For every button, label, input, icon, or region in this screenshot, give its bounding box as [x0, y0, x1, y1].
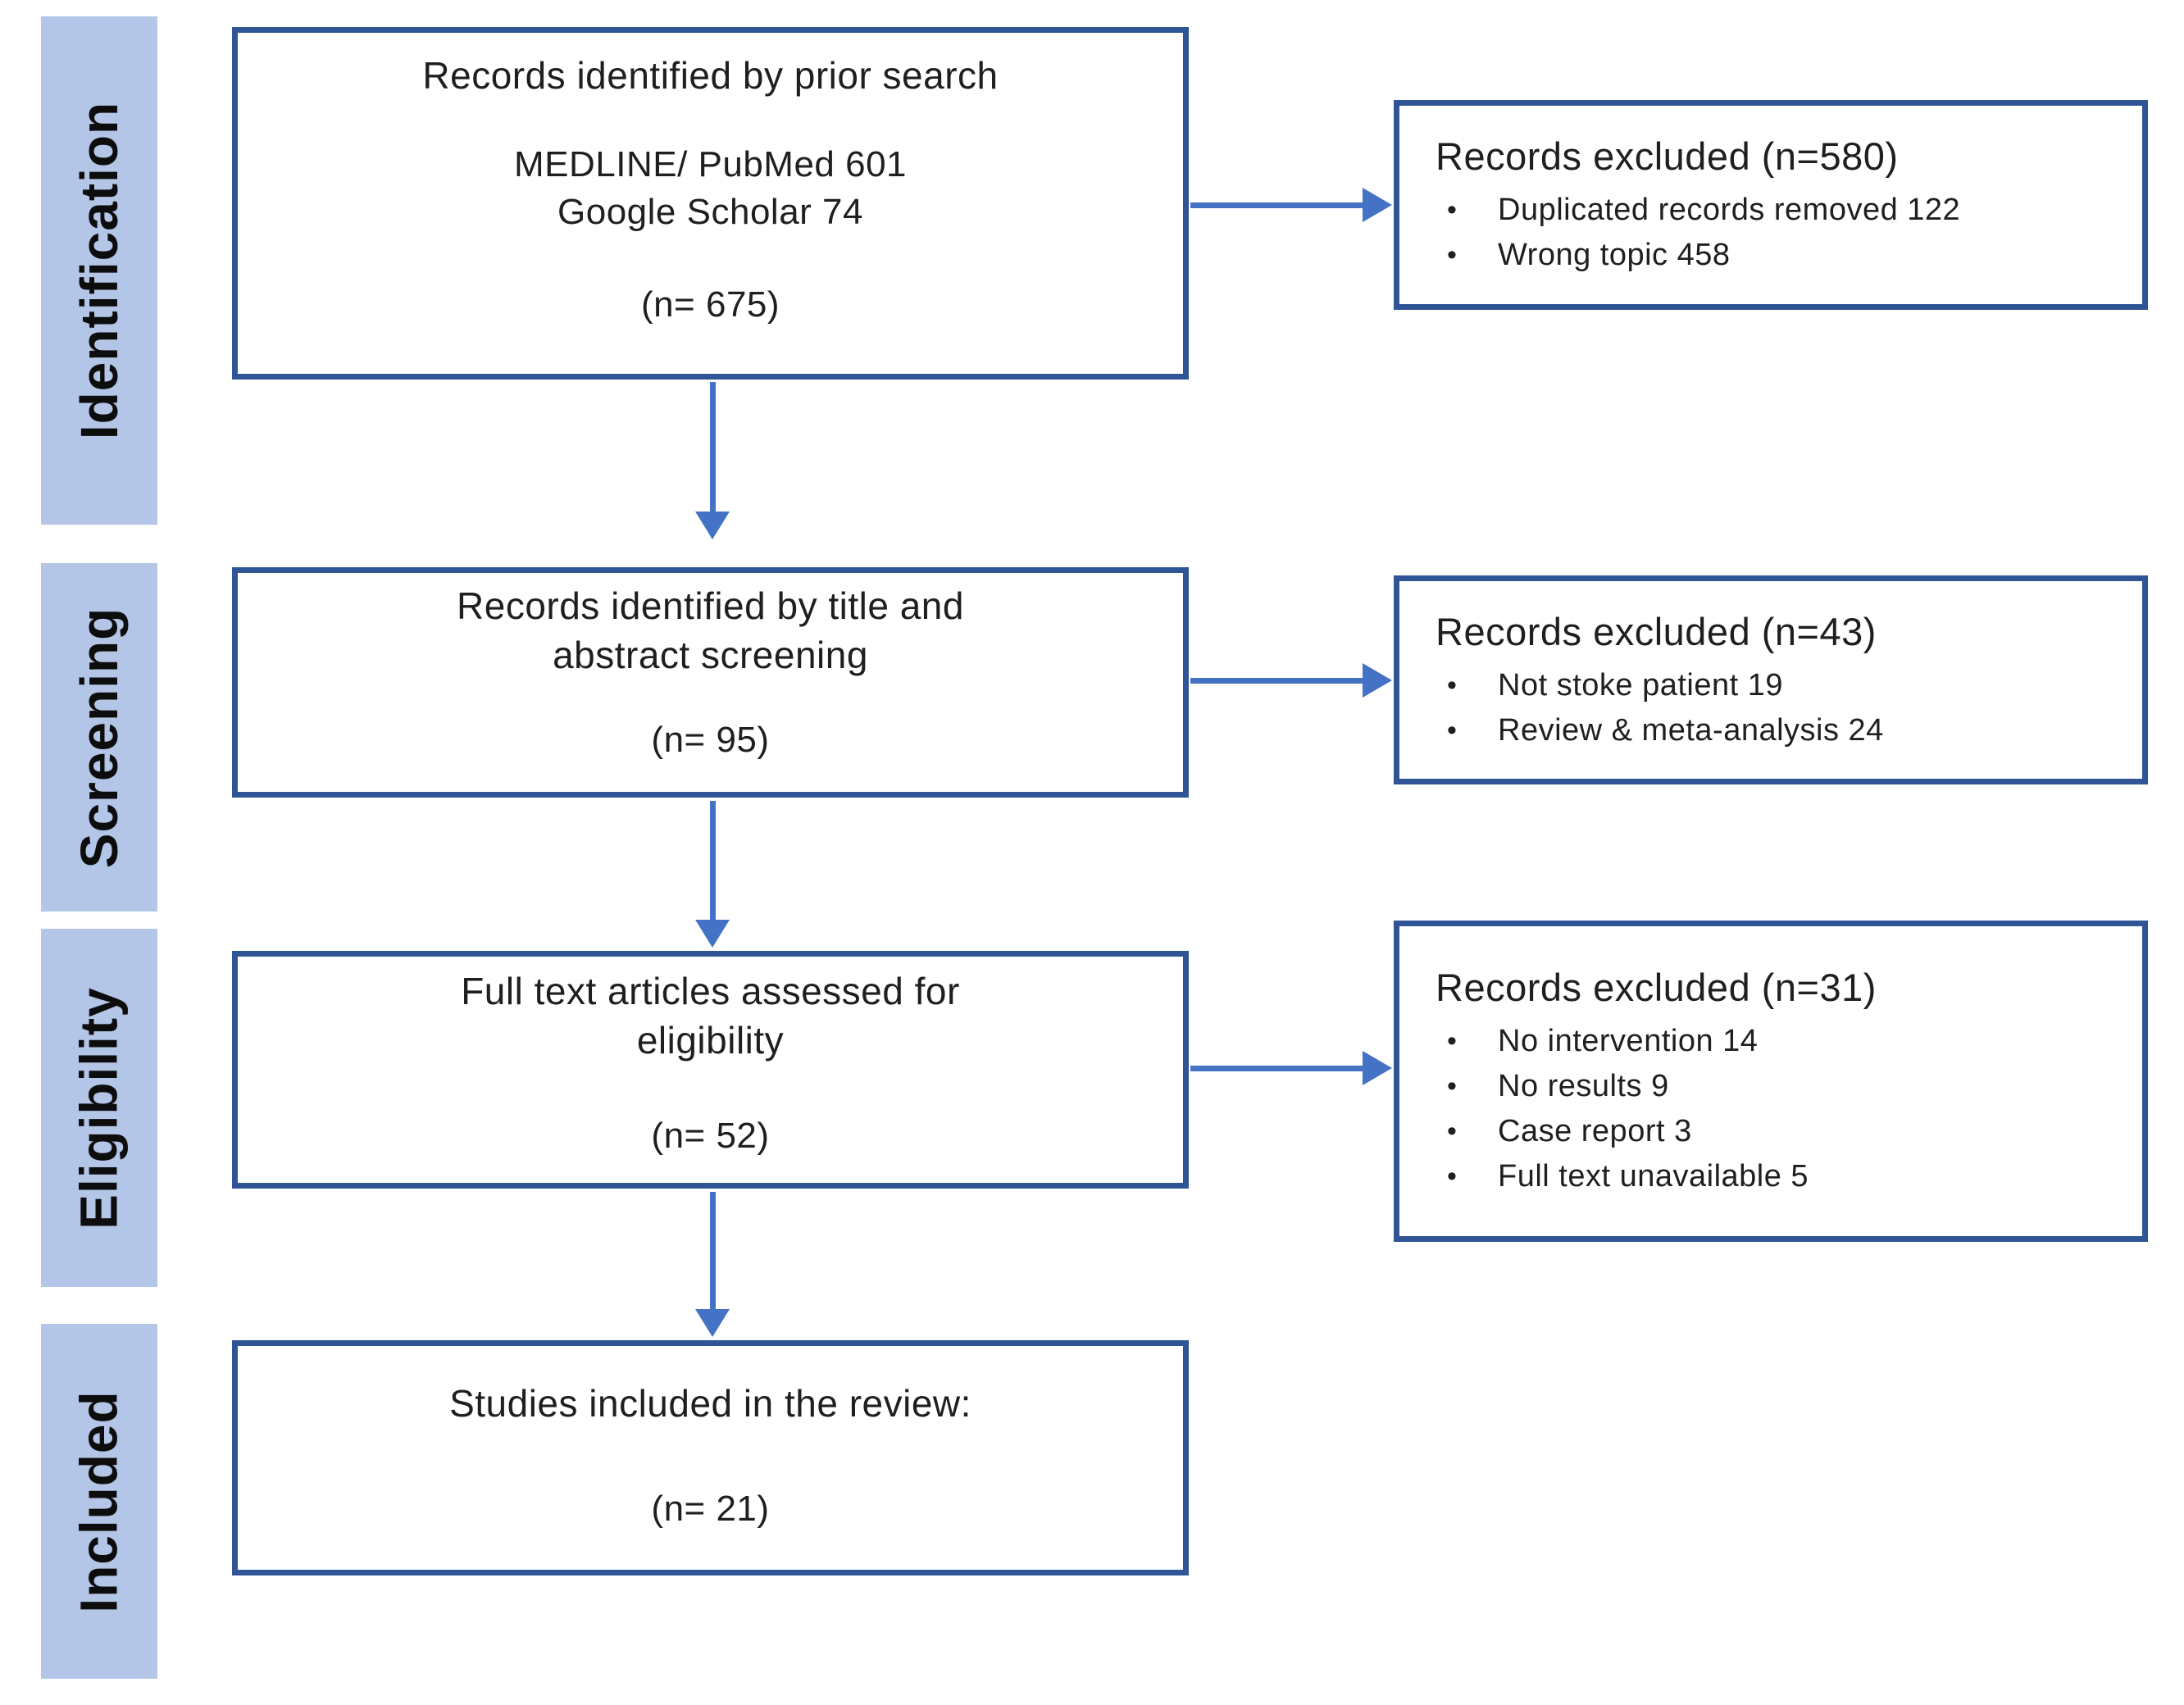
list-item: • Wrong topic 458	[1436, 233, 2123, 278]
stage-identification-label: Identification	[70, 101, 129, 440]
exclusion-box-1-heading: Records excluded (n=580)	[1436, 134, 1899, 178]
arrow-right-icon	[1363, 663, 1392, 698]
list-item: • No results 9	[1436, 1064, 2123, 1109]
bullet-icon: •	[1447, 1071, 1457, 1102]
arrow-right-icon	[1190, 1066, 1367, 1071]
flow-box-title-abstract-screening: Records identified by title and abstract…	[232, 567, 1189, 798]
flow-box-records-identified-prior-search: Records identified by prior search MEDLI…	[232, 27, 1189, 380]
exclusion-reason: No intervention 14	[1498, 1024, 1759, 1058]
flow-box-3-title: Full text articles assessed for eligibil…	[461, 970, 960, 1062]
bullet-icon: •	[1447, 1025, 1457, 1057]
arrow-right-icon	[1363, 1051, 1392, 1085]
arrow-right-icon	[1363, 188, 1392, 222]
arrow-right-icon	[1190, 678, 1367, 684]
arrow-down-icon	[695, 1309, 730, 1337]
bullet-icon: •	[1447, 239, 1457, 271]
exclusion-reason: Full text unavailable 5	[1498, 1159, 1809, 1194]
arrow-down-icon	[710, 801, 716, 921]
bullet-icon: •	[1447, 714, 1457, 746]
arrow-down-icon	[710, 1192, 716, 1311]
flow-box-full-text-assessed: Full text articles assessed for eligibil…	[232, 951, 1189, 1189]
stage-eligibility-label: Eligibility	[70, 986, 129, 1230]
flow-box-4-count: (n= 21)	[651, 1489, 770, 1529]
bullet-icon: •	[1447, 1161, 1457, 1192]
flow-box-studies-included: Studies included in the review: (n= 21)	[232, 1340, 1189, 1575]
list-item: • No intervention 14	[1436, 1019, 2123, 1064]
arrow-down-icon	[695, 512, 730, 539]
arrow-right-icon	[1190, 202, 1367, 208]
list-item: • Duplicated records removed 122	[1436, 188, 2123, 233]
exclusion-reason: Wrong topic 458	[1498, 238, 1731, 272]
list-item: • Not stoke patient 19	[1436, 663, 2123, 708]
flow-box-2-title: Records identified by title and abstract…	[457, 584, 964, 676]
arrow-down-icon	[710, 382, 716, 513]
stage-screening-label: Screening	[70, 607, 129, 868]
bullet-icon: •	[1447, 1116, 1457, 1147]
flow-box-1-source-google-scholar: Google Scholar 74	[557, 192, 863, 232]
list-item: • Full text unavailable 5	[1436, 1154, 2123, 1199]
exclusion-reason: No results 9	[1498, 1069, 1669, 1103]
exclusion-box-2: Records excluded (n=43) • Not stoke pati…	[1394, 575, 2148, 784]
exclusion-reason: Duplicated records removed 122	[1498, 193, 1961, 227]
flow-box-1-title: Records identified by prior search	[422, 54, 999, 97]
list-item: • Case report 3	[1436, 1109, 2123, 1154]
flow-box-3-count: (n= 52)	[651, 1116, 770, 1156]
flow-box-2-count: (n= 95)	[651, 720, 770, 760]
arrow-down-icon	[695, 920, 730, 948]
bullet-icon: •	[1447, 669, 1457, 701]
stage-screening: Screening	[41, 563, 157, 912]
bullet-icon: •	[1447, 194, 1457, 225]
stage-eligibility: Eligibility	[41, 929, 157, 1287]
flow-box-1-source-medline: MEDLINE/ PubMed 601	[513, 144, 908, 184]
exclusion-box-1: Records excluded (n=580) • Duplicated re…	[1394, 100, 2148, 310]
exclusion-reason: Review & meta-analysis 24	[1498, 712, 1884, 748]
exclusion-reason: Not stoke patient 19	[1498, 667, 1783, 702]
stage-included: Included	[41, 1324, 157, 1679]
flow-box-1-count: (n= 675)	[640, 284, 780, 325]
exclusion-box-3-heading: Records excluded (n=31)	[1436, 966, 1877, 1009]
flow-box-1-sources: MEDLINE/ PubMed 601 Google Scholar 74	[514, 141, 907, 236]
list-item: • Review & meta-analysis 24	[1436, 708, 2123, 753]
flow-box-4-title: Studies included in the review:	[449, 1382, 971, 1425]
stage-identification: Identification	[41, 16, 157, 525]
exclusion-reason: Case report 3	[1498, 1114, 1692, 1148]
exclusion-box-2-heading: Records excluded (n=43)	[1436, 609, 1877, 653]
exclusion-box-3: Records excluded (n=31) • No interventio…	[1394, 921, 2148, 1242]
stage-included-label: Included	[70, 1389, 129, 1613]
